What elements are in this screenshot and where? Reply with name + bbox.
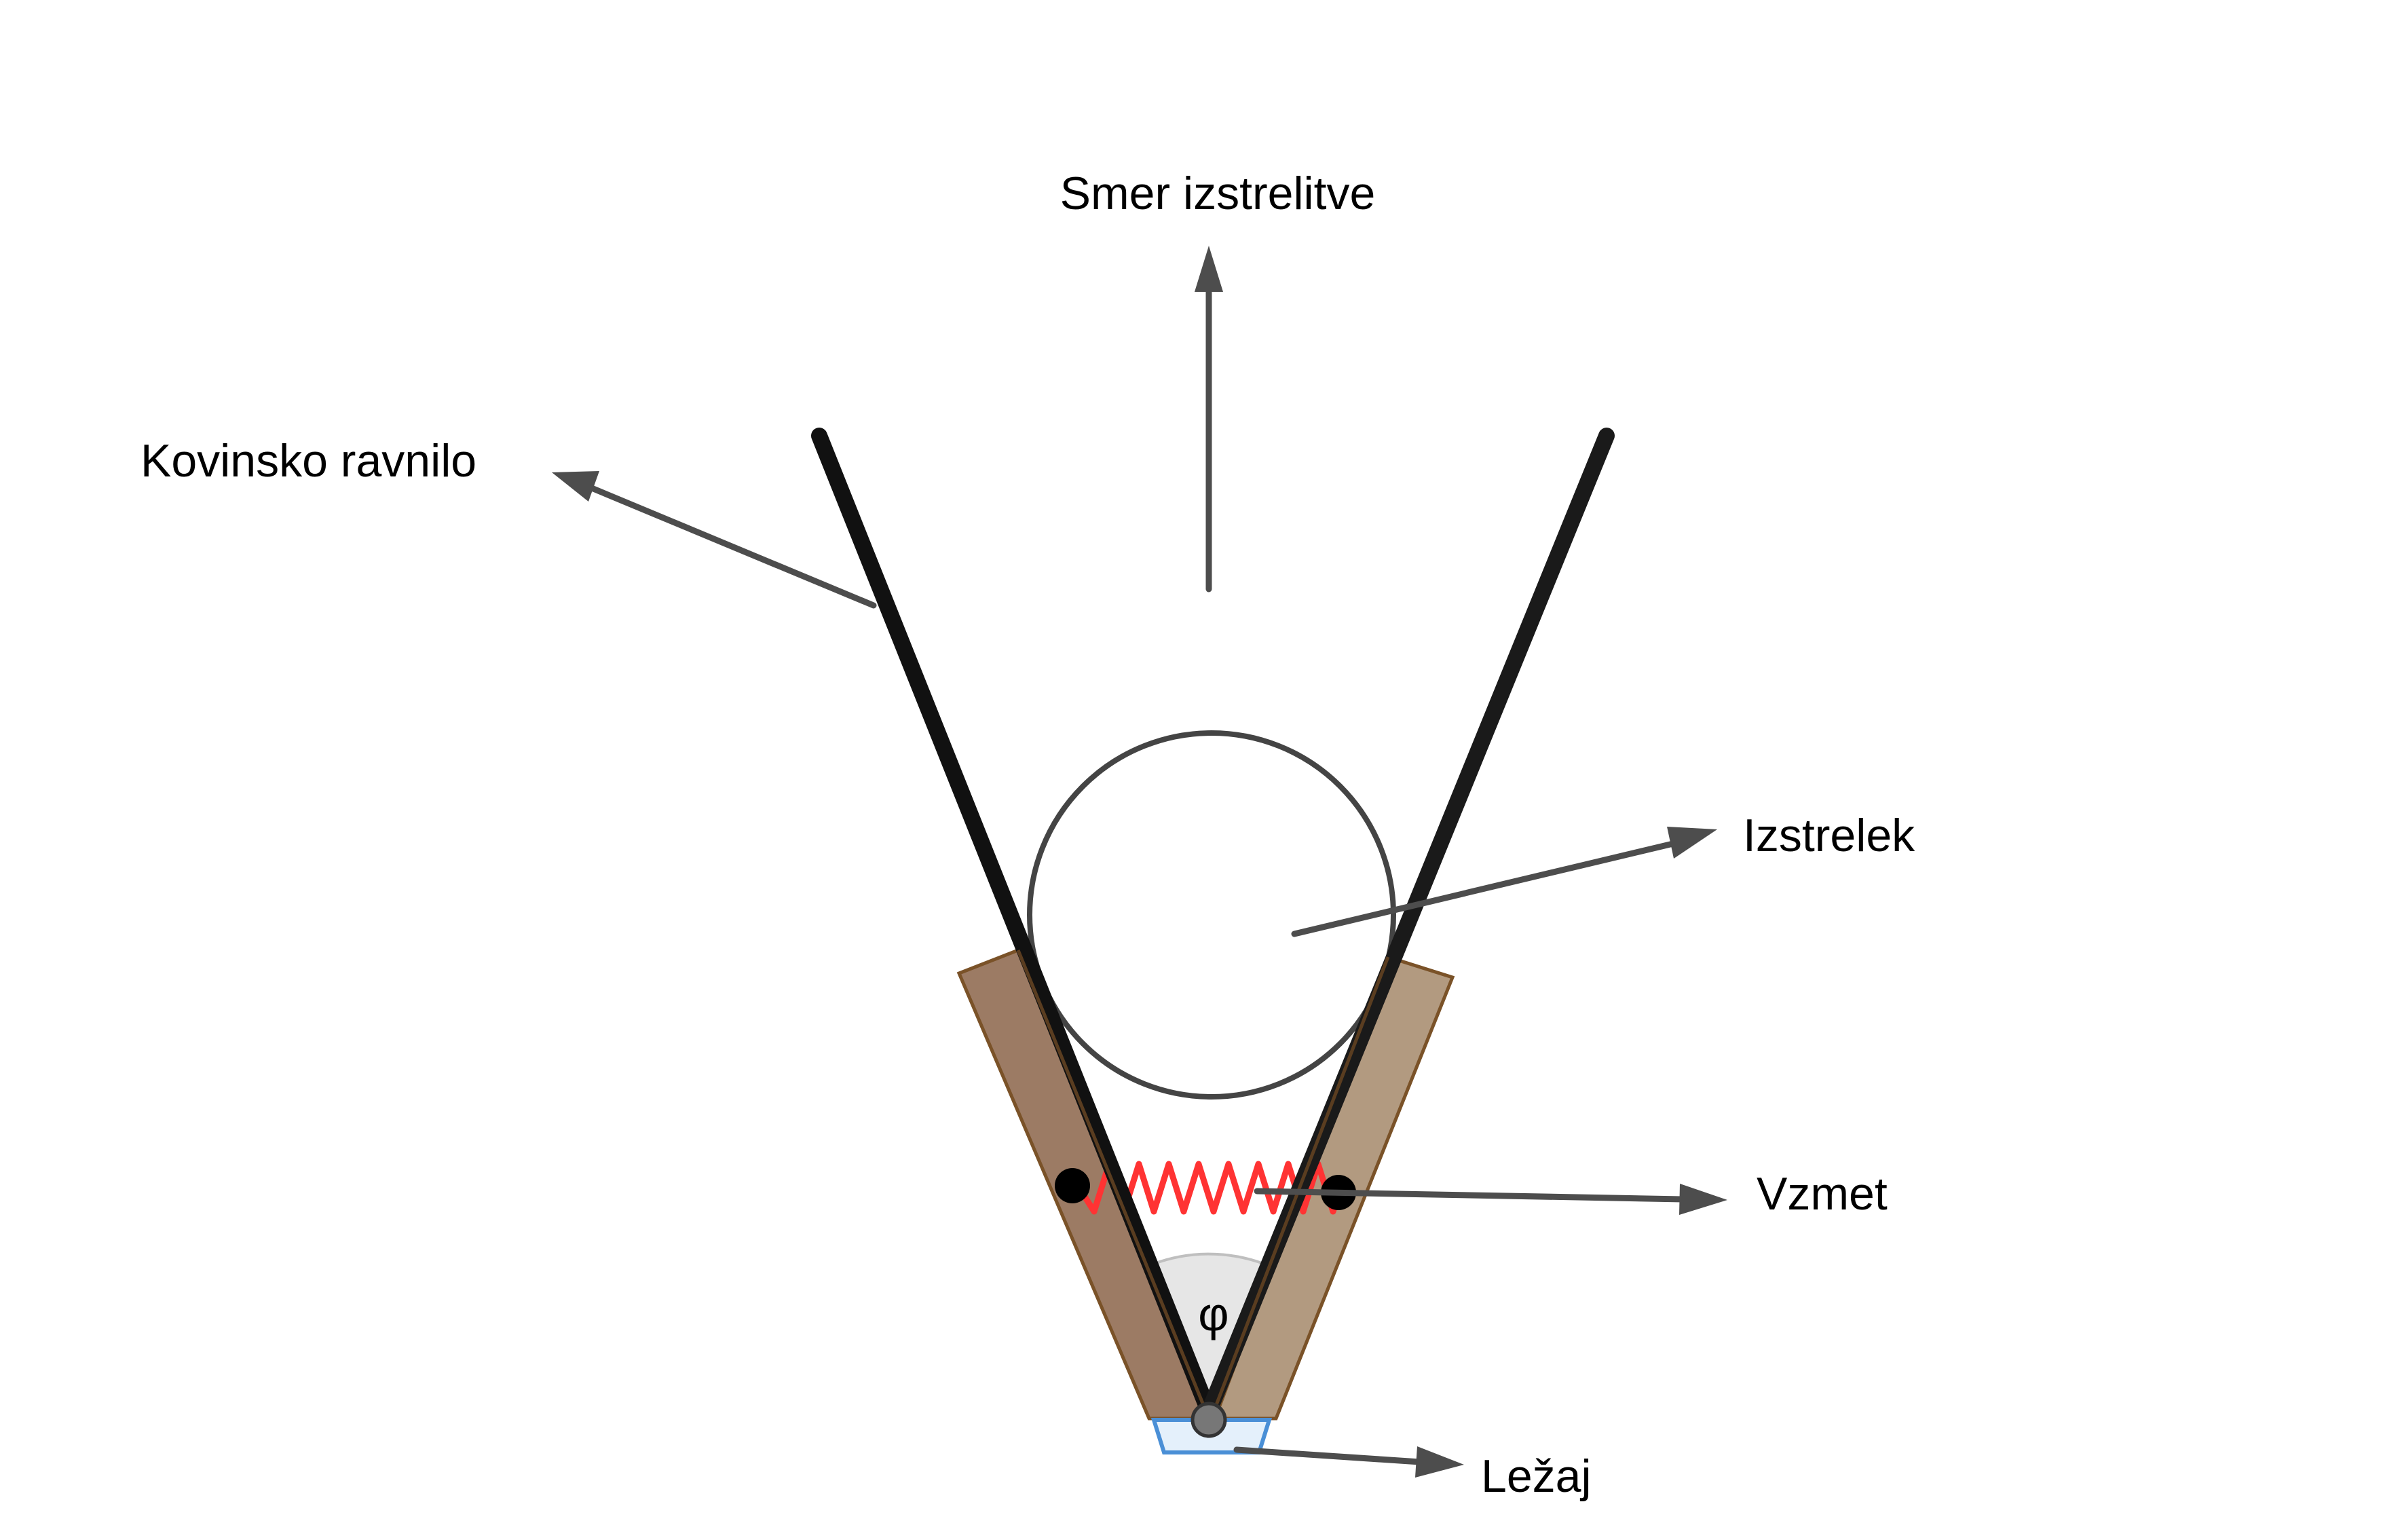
bearing-label: Ležaj [1481,1450,1592,1502]
metal-ruler-arrow-line [582,482,877,609]
projectile-label: Izstrelek [1743,810,1915,861]
projectile-arrowhead [1667,827,1717,859]
metal-ruler-label: Kovinsko ravnilo [140,435,476,487]
pivot-point [1190,1402,1227,1438]
ruler-edge-right [1213,956,1390,1409]
spring-label: Vzmet [1757,1168,1888,1220]
angle-symbol-label: φ [1198,1288,1229,1340]
metal-ruler-left [811,428,1217,1420]
ruler-edge-left [1016,950,1207,1409]
angle-arc [1152,1252,1266,1414]
launch-direction-label: Smer izstrelitve [1060,168,1376,219]
projectile-arrow-line [1291,840,1676,937]
spring-anchor-left [1055,1168,1090,1203]
bearing-arrow-line [1233,1446,1423,1465]
spring-arrowhead [1679,1184,1727,1215]
projectile-circle [1027,730,1396,1100]
bearing-arrowhead [1415,1446,1464,1478]
spring-arrow-line [1254,1188,1687,1203]
launch-direction-arrowhead [1195,246,1223,292]
metal-ruler-arrowhead [552,471,599,502]
